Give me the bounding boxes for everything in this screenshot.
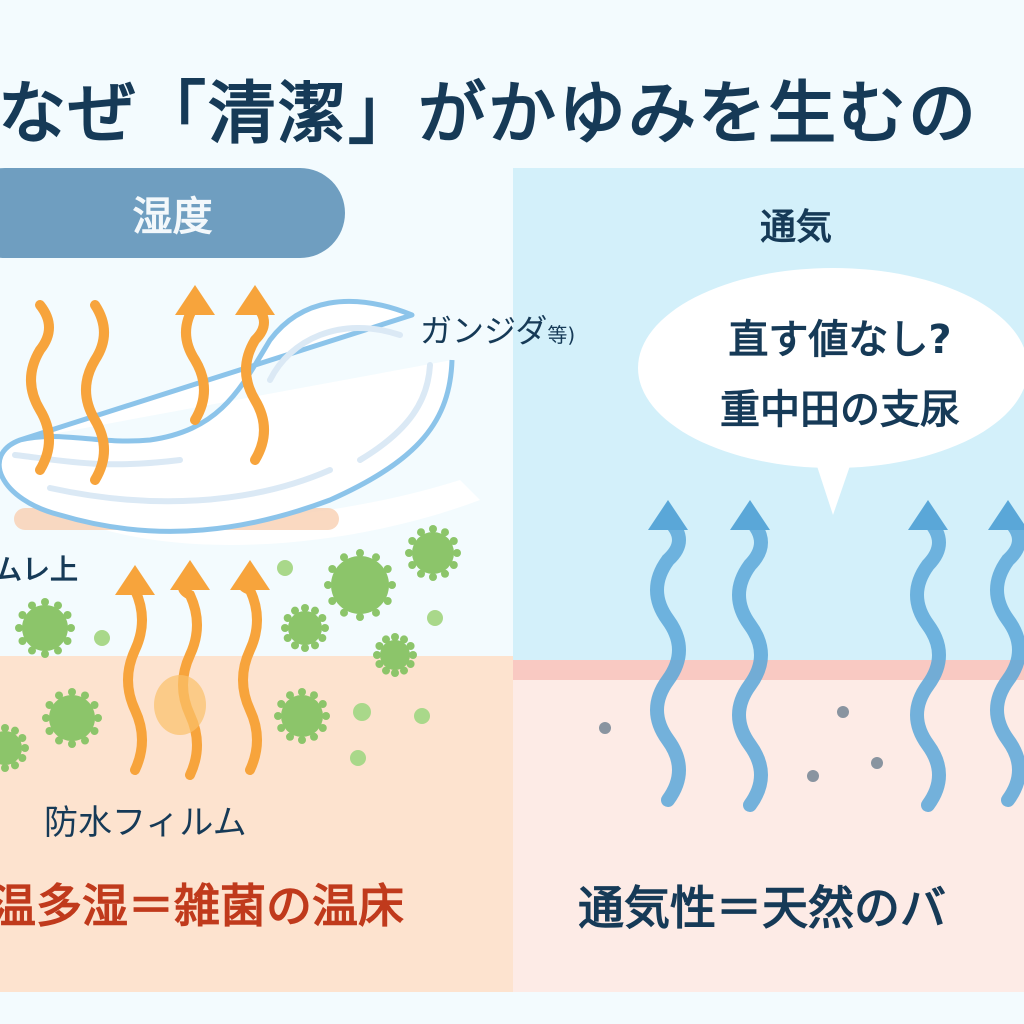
moisture-label: ムレ上 bbox=[0, 553, 79, 586]
bubble-line-2: 重中田の支尿 bbox=[720, 387, 960, 433]
sanitary-pad-icon bbox=[0, 298, 480, 545]
speech-bubble bbox=[638, 268, 1024, 515]
candida-label: ガンジダ等) bbox=[420, 306, 575, 352]
particle-dot bbox=[277, 560, 293, 576]
bacteria-icon bbox=[324, 549, 396, 621]
bacteria-icon bbox=[274, 688, 330, 744]
candida-label-text: ガンジダ bbox=[420, 312, 548, 350]
skin-layer-right bbox=[513, 660, 1024, 992]
airflow-arrow-icon bbox=[988, 500, 1024, 807]
right-caption: 通気性＝天然のバ bbox=[578, 881, 946, 935]
bacteria-icon bbox=[0, 724, 29, 772]
arrows bbox=[26, 285, 1024, 812]
particle-dot bbox=[414, 708, 430, 724]
ventilation-header: 通気 bbox=[760, 207, 833, 248]
steam-wave-icon bbox=[26, 300, 54, 475]
bacteria-group bbox=[0, 525, 461, 772]
humidity-header: 湿度 bbox=[0, 168, 345, 258]
candida-label-suffix: 等) bbox=[547, 323, 576, 347]
sweat-drop bbox=[154, 675, 206, 735]
steam-wave-icon bbox=[175, 285, 215, 425]
bacteria-icon bbox=[281, 604, 329, 652]
skin-surface-line bbox=[513, 660, 1024, 680]
bubble-line-1: 直す値なし? bbox=[728, 317, 952, 363]
particle-dot bbox=[807, 770, 819, 782]
particles bbox=[94, 560, 883, 782]
bacteria-icon bbox=[405, 525, 461, 581]
heat-arrow-icon bbox=[115, 565, 155, 775]
bacteria-icon bbox=[42, 688, 102, 748]
page-title: なぜ「清潔」がかゆみを生むの bbox=[0, 75, 979, 154]
heat-arrow-icon bbox=[170, 560, 210, 780]
bacteria-icon bbox=[373, 633, 417, 677]
steam-wave-icon bbox=[235, 285, 275, 465]
humidity-header-label: 湿度 bbox=[132, 194, 213, 240]
airflow-arrow-icon bbox=[730, 500, 770, 812]
airflow-arrow-icon bbox=[648, 500, 688, 807]
particle-dot bbox=[350, 750, 366, 766]
left-caption: 温多湿＝雑菌の温床 bbox=[0, 879, 404, 933]
particle-dot bbox=[427, 610, 443, 626]
particle-dot bbox=[353, 703, 371, 721]
particle-dot bbox=[94, 630, 110, 646]
waterproof-film-label: 防水フィルム bbox=[44, 803, 247, 843]
particle-dot bbox=[871, 757, 883, 769]
heat-arrow-icon bbox=[230, 560, 270, 775]
particle-dot bbox=[837, 706, 849, 718]
bubble-text: 直す値なし? 重中田の支尿 bbox=[660, 305, 1020, 445]
steam-wave-icon bbox=[81, 300, 109, 485]
particle-dot bbox=[599, 722, 611, 734]
airflow-arrow-icon bbox=[908, 500, 948, 812]
bacteria-icon bbox=[15, 598, 75, 658]
